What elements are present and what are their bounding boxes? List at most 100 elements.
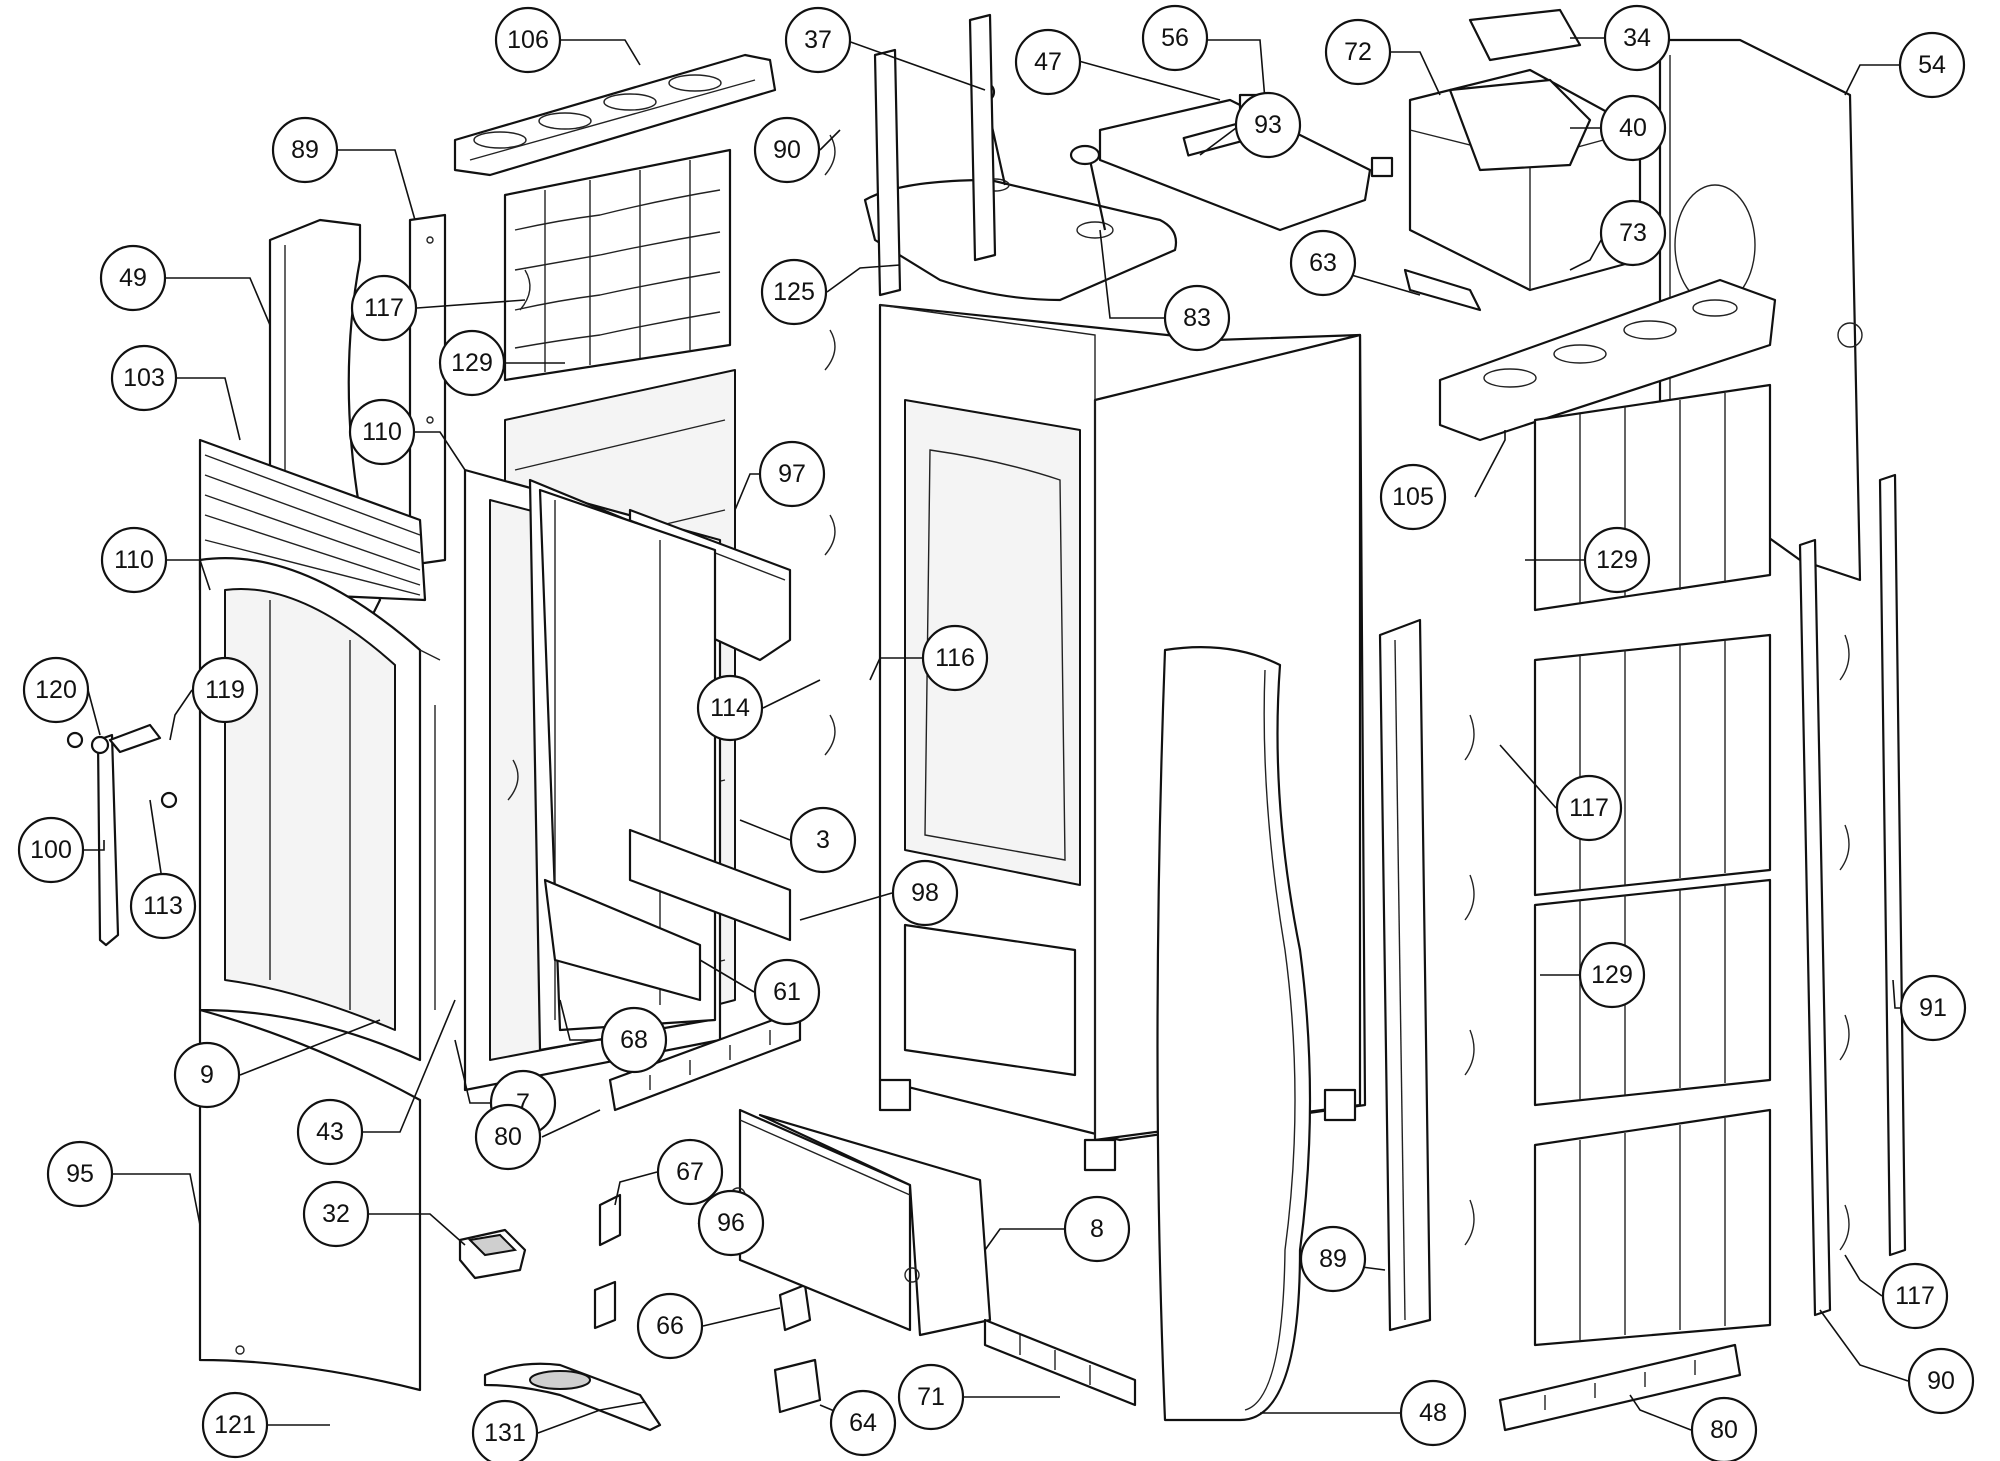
callout-label: 71 xyxy=(917,1383,945,1411)
callout-circle xyxy=(1578,941,1646,1009)
callout-circle xyxy=(656,1138,724,1206)
part-lower-bracket-80-left xyxy=(608,1008,802,1112)
part-profile-90-left-top xyxy=(873,13,997,297)
callout-8: 8 xyxy=(1063,1195,1131,1263)
callout-98: 98 xyxy=(891,859,959,927)
callout-label: 66 xyxy=(656,1312,684,1340)
callout-105: 105 xyxy=(1379,463,1447,531)
callout-circle xyxy=(829,1389,897,1457)
callout-circle xyxy=(758,440,826,508)
callout-circle xyxy=(99,244,167,312)
callout-72: 72 xyxy=(1324,18,1392,86)
callout-label: 49 xyxy=(119,264,147,292)
callout-121: 121 xyxy=(201,1391,269,1459)
callout-48: 48 xyxy=(1399,1379,1467,1447)
callout-32: 32 xyxy=(302,1180,370,1248)
part-decor-panel-129-right-4 xyxy=(1533,1108,1772,1347)
callout-label: 3 xyxy=(816,826,830,854)
part-profile-89-left xyxy=(408,213,447,567)
part-ash-drawer-96 xyxy=(730,1108,992,1337)
callout-83: 83 xyxy=(1163,284,1231,352)
part-lower-bracket-80-right xyxy=(1498,1343,1742,1432)
callout-circle xyxy=(1555,774,1623,842)
callout-label: 117 xyxy=(1895,1282,1935,1310)
callout-63: 63 xyxy=(1289,229,1357,297)
callout-49: 49 xyxy=(99,244,167,312)
callout-circle xyxy=(1014,28,1082,96)
callout-label: 121 xyxy=(214,1411,256,1439)
callout-circle xyxy=(1603,4,1671,72)
callout-circle xyxy=(1163,284,1231,352)
callout-label: 61 xyxy=(773,978,801,1006)
part-clips-117 xyxy=(507,134,1850,1251)
callout-circle xyxy=(17,816,85,884)
callout-label: 97 xyxy=(778,460,806,488)
callout-80: 80 xyxy=(1690,1396,1758,1461)
callout-label: 91 xyxy=(1919,994,1947,1022)
callout-label: 113 xyxy=(143,892,183,920)
callout-circle xyxy=(1599,199,1667,267)
callout-label: 114 xyxy=(710,694,750,722)
callout-34: 34 xyxy=(1603,4,1671,72)
callout-label: 95 xyxy=(66,1160,94,1188)
callout-label: 34 xyxy=(1623,24,1651,52)
callout-label: 106 xyxy=(507,26,549,54)
callout-circle xyxy=(697,1189,765,1257)
callout-circle xyxy=(302,1180,370,1248)
part-profile-91 xyxy=(1878,473,1907,1257)
callout-label: 73 xyxy=(1619,219,1647,247)
callout-label: 40 xyxy=(1619,114,1647,142)
callout-93: 93 xyxy=(1234,91,1302,159)
callout-47: 47 xyxy=(1014,28,1082,96)
callout-label: 98 xyxy=(911,879,939,907)
callout-circle xyxy=(1234,91,1302,159)
leader-lines xyxy=(84,37,1909,1434)
callout-110: 110 xyxy=(100,526,168,594)
part-clip-66 xyxy=(778,1283,812,1332)
callout-circle xyxy=(22,656,90,724)
callout-103: 103 xyxy=(110,344,178,412)
callout-circle xyxy=(474,1103,542,1171)
callout-circle xyxy=(100,526,168,594)
callout-label: 43 xyxy=(316,1118,344,1146)
callout-circle xyxy=(784,6,852,74)
callout-circle xyxy=(348,398,416,466)
callout-label: 9 xyxy=(200,1061,214,1089)
callout-3: 3 xyxy=(789,806,857,874)
callout-circle xyxy=(636,1292,704,1360)
callout-circle xyxy=(438,329,506,397)
callout-95: 95 xyxy=(46,1140,114,1208)
callout-37: 37 xyxy=(784,6,852,74)
callout-circle xyxy=(1907,1347,1975,1415)
part-bracket-98 xyxy=(628,828,792,942)
callout-circle xyxy=(1141,4,1209,72)
callout-67: 67 xyxy=(656,1138,724,1206)
callout-106: 106 xyxy=(494,6,562,74)
callout-114: 114 xyxy=(696,674,764,742)
part-profile-90-right xyxy=(1798,538,1832,1317)
callout-label: 117 xyxy=(1569,794,1609,822)
callout-68: 68 xyxy=(600,1006,668,1074)
callout-label: 64 xyxy=(849,1409,877,1437)
callout-117: 117 xyxy=(350,274,418,342)
callout-91: 91 xyxy=(1899,974,1967,1042)
callout-43: 43 xyxy=(296,1098,364,1166)
callout-117: 117 xyxy=(1881,1262,1949,1330)
callout-circle xyxy=(1399,1379,1467,1447)
callout-129: 129 xyxy=(1578,941,1646,1009)
callout-circle xyxy=(494,6,562,74)
callout-circle xyxy=(110,344,178,412)
callout-119: 119 xyxy=(191,656,259,724)
part-front-door-110 xyxy=(198,557,441,1062)
callout-96: 96 xyxy=(697,1189,765,1257)
callout-circle xyxy=(1299,1225,1367,1293)
callout-label: 68 xyxy=(620,1026,648,1054)
callout-circle xyxy=(1289,229,1357,297)
part-decor-panel-129-right-1 xyxy=(1533,383,1772,612)
callout-label: 90 xyxy=(773,136,801,164)
part-lower-bracket-71 xyxy=(983,1318,1137,1407)
callout-label: 117 xyxy=(364,294,404,322)
part-clip-64 xyxy=(773,1358,822,1414)
